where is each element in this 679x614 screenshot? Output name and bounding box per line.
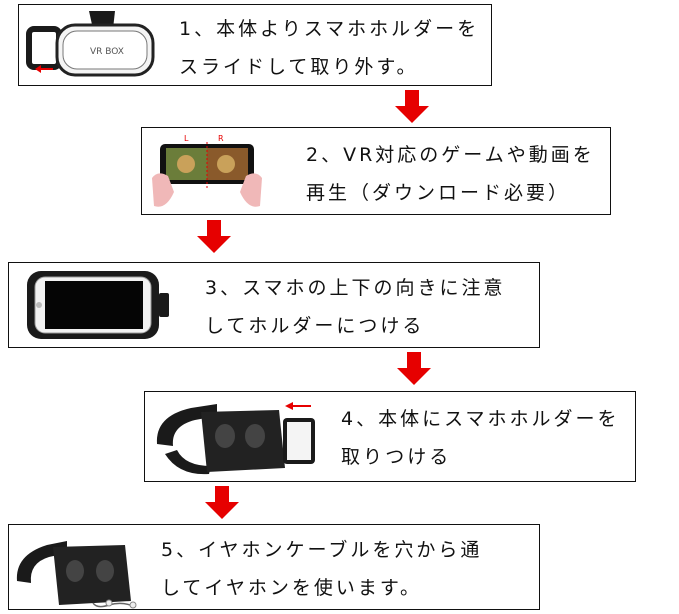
vr-headset-attach-holder-icon (156, 402, 315, 475)
step-2-line-1: 2、VR対応のゲームや動画を (306, 144, 595, 166)
step-5-box: 5、イヤホンケーブルを穴から通 してイヤホンを使います。 (8, 524, 540, 610)
step-3-line-2: してホルダーにつける (205, 315, 425, 337)
step-4-line-1: 4、本体にスマホホルダーを (341, 408, 620, 430)
step-5-line-1: 5、イヤホンケーブルを穴から通 (161, 539, 483, 561)
step-1-text: 1、本体よりスマホホルダーを スライドして取り外す。 (179, 10, 479, 86)
red-down-arrow-icon (205, 486, 239, 519)
step-3-box: 3、スマホの上下の向きに注意 してホルダーにつける (8, 262, 540, 348)
red-down-arrow-icon (397, 352, 431, 385)
step-3-text: 3、スマホの上下の向きに注意 してホルダーにつける (205, 269, 506, 345)
phone-in-holder-icon (27, 271, 169, 339)
phone-vr-game-icon: L R (152, 134, 262, 207)
red-down-arrow-icon (197, 220, 231, 253)
right-eye-label: R (218, 134, 224, 143)
left-eye-label: L (184, 134, 189, 143)
step-3-line-1: 3、スマホの上下の向きに注意 (205, 277, 506, 299)
step-4-box: 4、本体にスマホホルダーを 取りつける (144, 391, 636, 482)
step-1-line-1: 1、本体よりスマホホルダーを (179, 18, 480, 40)
red-down-arrow-icon (395, 90, 429, 123)
step-1-box: VR BOX 1、本体よりスマホホルダーを スライドして取り外す。 (18, 4, 492, 86)
step-2-text: 2、VR対応のゲームや動画を 再生（ダウンロード必要） (306, 136, 595, 212)
step-2-line-2: 再生（ダウンロード必要） (306, 182, 571, 204)
vr-headset-earphones-icon (16, 541, 137, 609)
step-2-box: L R 2、VR対応のゲームや動画を 再生（ダウンロード必要） (141, 127, 611, 215)
step-1-line-2: スライドして取り外す。 (179, 56, 419, 78)
step-4-line-2: 取りつける (341, 446, 452, 468)
vr-headset-holder-slide-icon: VR BOX (26, 11, 155, 77)
step-5-line-2: してイヤホンを使います。 (161, 577, 422, 599)
step-5-text: 5、イヤホンケーブルを穴から通 してイヤホンを使います。 (161, 531, 482, 607)
vr-box-logo: VR BOX (90, 47, 124, 57)
step-4-text: 4、本体にスマホホルダーを 取りつける (341, 400, 620, 476)
